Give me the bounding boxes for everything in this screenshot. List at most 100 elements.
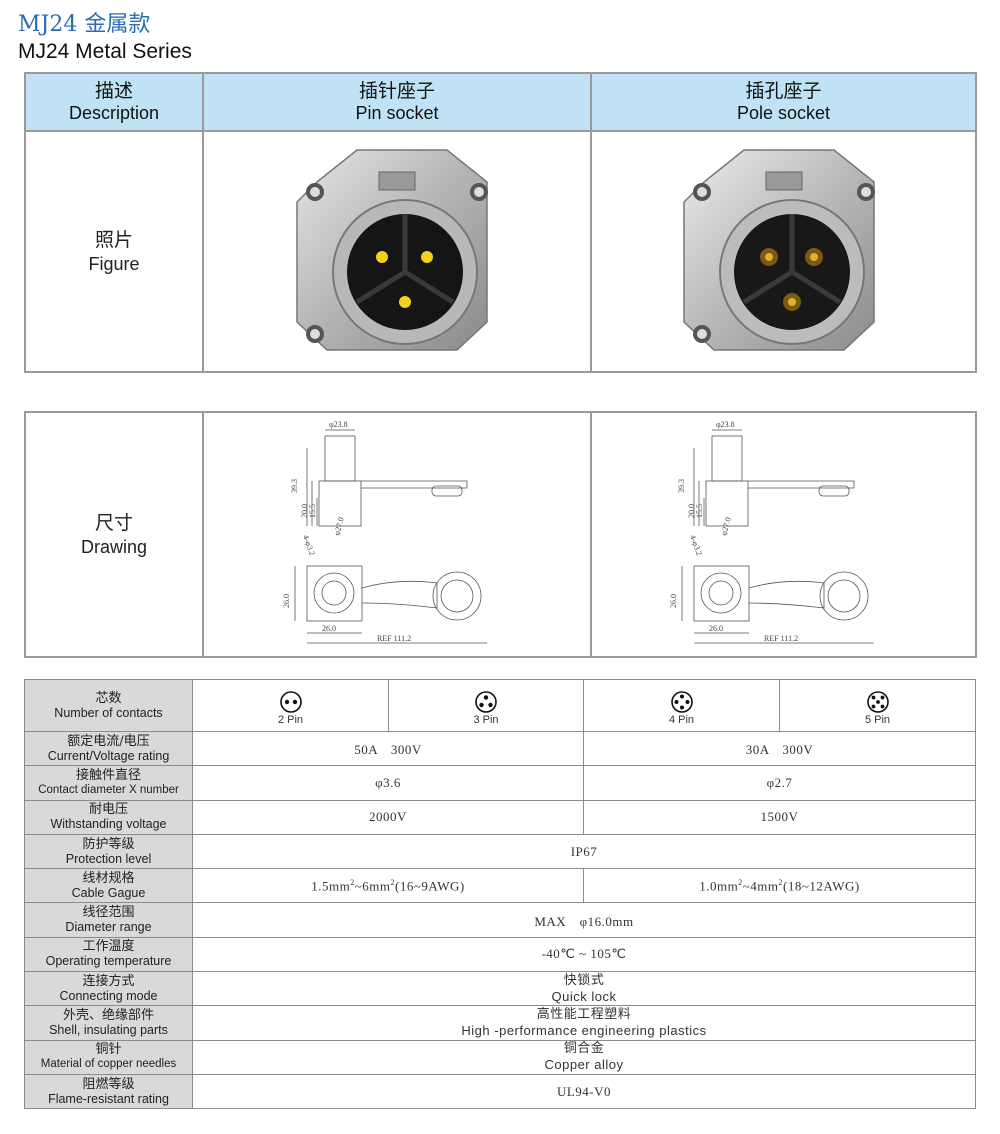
dim-pole-w2: 26.0: [709, 624, 723, 633]
five-pin-icon: [866, 691, 889, 713]
spec-row-connecting: 连接方式 Connecting mode 快锁式 Quick lock: [24, 971, 976, 1007]
cable-gauge-left-sup2: 2: [390, 877, 396, 887]
spec-label-diameter-range-cn: 线径范围: [82, 905, 135, 921]
spec-value-contact-diameter-right: φ2.7: [583, 765, 976, 801]
figure-label-en: Figure: [88, 253, 140, 274]
spec-label-connecting-en: Connecting mode: [59, 988, 158, 1003]
spec-row-needles: 铜针 Material of copper needles 铜合金 Copper…: [24, 1039, 976, 1075]
dim-pole-w1: 26.0: [669, 594, 678, 608]
dim-pin-a1: 4-φ3.2: [301, 533, 317, 556]
dim-pin-h2: 20.0: [300, 504, 309, 518]
spec-value-diameter-range: MAX φ16.0mm: [192, 902, 976, 938]
dim-pin-h3: 15.5: [308, 504, 317, 518]
spec-label-diameter-range: 线径范围 Diameter range: [24, 902, 193, 938]
spec-label-withstanding: 耐电压 Withstanding voltage: [24, 799, 193, 835]
spec-value-shell: 高性能工程塑料 High -performance engineering pl…: [192, 1005, 976, 1041]
spec-value-withstanding-right: 1500V: [583, 799, 976, 835]
contact-option-3pin: 3 Pin: [388, 679, 584, 732]
figure-label-cn: 照片: [94, 228, 133, 251]
spec-label-temperature-cn: 工作温度: [82, 939, 135, 955]
spec-label-flame-en: Flame-resistant rating: [48, 1091, 169, 1106]
cable-gauge-right-c: (18~12AWG): [783, 878, 860, 893]
spec-value-rating-right: 30A 300V: [583, 730, 976, 767]
spec-row-flame: 阻燃等级 Flame-resistant rating UL94-V0: [24, 1073, 976, 1110]
dim-pin-w2: 26.0: [322, 624, 336, 633]
spec-label-protection-en: Protection level: [65, 851, 152, 866]
pole-socket-dimension-drawing: φ23.8 39.3 20.0 15.5 4-φ3.2 φ27.0 26.0 2…: [669, 420, 874, 643]
spec-label-withstanding-en: Withstanding voltage: [50, 817, 167, 832]
drawing-table: 尺寸 Drawing φ23.8 39.3 20.0 15.5 4-φ3.2: [24, 411, 977, 658]
cable-gauge-right-a: 1.0mm: [699, 878, 739, 893]
spec-value-flame: UL94-V0: [192, 1073, 976, 1110]
contact-option-3pin-label: 3 Pin: [473, 714, 499, 726]
spec-label-protection-cn: 防护等级: [82, 836, 135, 852]
spec-label-cable-gauge-en: Cable Gague: [71, 885, 146, 900]
dim-pole-ref: REF 111.2: [764, 634, 798, 643]
dim-pin-w1: 26.0: [282, 594, 291, 608]
spec-label-needles-cn: 铜针: [95, 1042, 122, 1058]
pin-socket-dimension-drawing: φ23.8 39.3 20.0 15.5 4-φ3.2 φ27.0 26.0 2…: [282, 420, 487, 643]
series-title-cn: MJ24 金属款: [18, 12, 151, 37]
dim-pole-a1: 4-φ3.2: [688, 533, 704, 556]
cable-gauge-right-sup2: 2: [778, 877, 784, 887]
spec-label-needles-en: Material of copper needles: [40, 1058, 177, 1071]
four-pin-icon: [670, 691, 693, 713]
header-pole-socket-cn: 插孔座子: [745, 80, 822, 102]
header-pole-socket-en: Pole socket: [736, 103, 831, 123]
contact-option-2pin-label: 2 Pin: [277, 714, 304, 726]
spec-value-shell-en: High -performance engineering plastics: [461, 1023, 707, 1039]
spec-row-withstanding: 耐电压 Withstanding voltage 2000V 1500V: [24, 799, 976, 835]
dim-pin-d1: φ23.8: [329, 420, 348, 429]
spec-value-temperature: -40℃ ~ 105℃: [192, 936, 976, 973]
spec-value-needles: 铜合金 Copper alloy: [192, 1039, 976, 1075]
series-title-en: MJ24 Metal Series: [18, 40, 192, 63]
spec-value-rating-left: 50A 300V: [192, 730, 584, 767]
cable-gauge-right-b: ~4mm: [742, 878, 779, 893]
cable-gauge-right-sup1: 2: [738, 877, 743, 887]
spec-label-contact-diameter: 接触件直径 Contact diameter X number: [24, 765, 193, 801]
drawing-row: 尺寸 Drawing φ23.8 39.3 20.0 15.5 4-φ3.2: [24, 411, 977, 658]
contact-option-5pin-label: 5 Pin: [864, 714, 891, 726]
spec-value-needles-cn: 铜合金: [563, 1041, 605, 1057]
contact-option-4pin: 4 Pin: [583, 679, 780, 732]
spec-row-cable-gauge: 线材规格 Cable Gague 1.5mm2~6mm2(16~9AWG) 1.…: [24, 868, 976, 904]
dim-pin-h1: 39.3: [290, 479, 299, 493]
spec-label-temperature-en: Operating temperature: [45, 954, 172, 969]
spec-label-rating-cn: 额定电流/电压: [67, 733, 150, 749]
contact-option-4pin-label: 4 Pin: [668, 714, 695, 726]
spec-label-needles: 铜针 Material of copper needles: [24, 1039, 193, 1075]
spec-value-needles-en: Copper alloy: [544, 1057, 624, 1073]
spec-value-shell-cn: 高性能工程塑料: [536, 1007, 632, 1023]
spec-row-protection: 防护等级 Protection level IP67: [24, 833, 976, 870]
drawing-label-cn: 尺寸: [94, 511, 133, 534]
spec-value-contact-diameter-left: φ3.6: [192, 765, 584, 801]
spec-row-diameter-range: 线径范围 Diameter range MAX φ16.0mm: [24, 902, 976, 938]
spec-row-temperature: 工作温度 Operating temperature -40℃ ~ 105℃: [24, 936, 976, 973]
spec-label-rating-en: Current/Voltage rating: [47, 748, 170, 763]
pole-socket-connector-image: [682, 149, 875, 351]
pin-socket-photo: [202, 130, 592, 373]
spec-label-flame-cn: 阻燃等级: [82, 1076, 135, 1092]
overview-table: 描述 Description 插针座子 Pin socket 插孔座子 Pole…: [24, 72, 977, 373]
dim-pole-h2: 20.0: [687, 504, 696, 518]
overview-header-row: 描述 Description 插针座子 Pin socket 插孔座子 Pole…: [24, 72, 977, 132]
spec-value-connecting-cn: 快锁式: [563, 972, 605, 988]
cable-gauge-left-c: (16~9AWG): [395, 878, 465, 893]
spec-label-contacts-en: Number of contacts: [54, 705, 163, 720]
spec-table: 芯数 Number of contacts 2 Pin 3 Pin 4 Pin …: [24, 679, 976, 1110]
spec-label-connecting: 连接方式 Connecting mode: [24, 971, 193, 1007]
spec-row-rating: 额定电流/电压 Current/Voltage rating 50A 300V …: [24, 730, 976, 767]
drawing-label: 尺寸 Drawing: [24, 411, 204, 658]
cable-gauge-left-b: ~6mm: [354, 878, 391, 893]
spec-row-shell: 外壳、绝缘部件 Shell, insulating parts 高性能工程塑料 …: [24, 1005, 976, 1041]
pin-socket-drawing: φ23.8 39.3 20.0 15.5 4-φ3.2 φ27.0 26.0 2…: [202, 411, 592, 658]
spec-value-connecting: 快锁式 Quick lock: [192, 971, 976, 1007]
header-pole-socket: 插孔座子 Pole socket: [590, 72, 977, 132]
spec-label-contacts-cn: 芯数: [95, 690, 122, 706]
spec-label-cable-gauge-cn: 线材规格: [82, 870, 135, 886]
figure-row: 照片 Figure: [24, 130, 977, 373]
header-pin-socket: 插针座子 Pin socket: [202, 72, 592, 132]
header-description-cn: 描述: [94, 80, 133, 102]
contact-option-2pin: 2 Pin: [192, 679, 389, 732]
dim-pole-h1: 39.3: [677, 479, 686, 493]
